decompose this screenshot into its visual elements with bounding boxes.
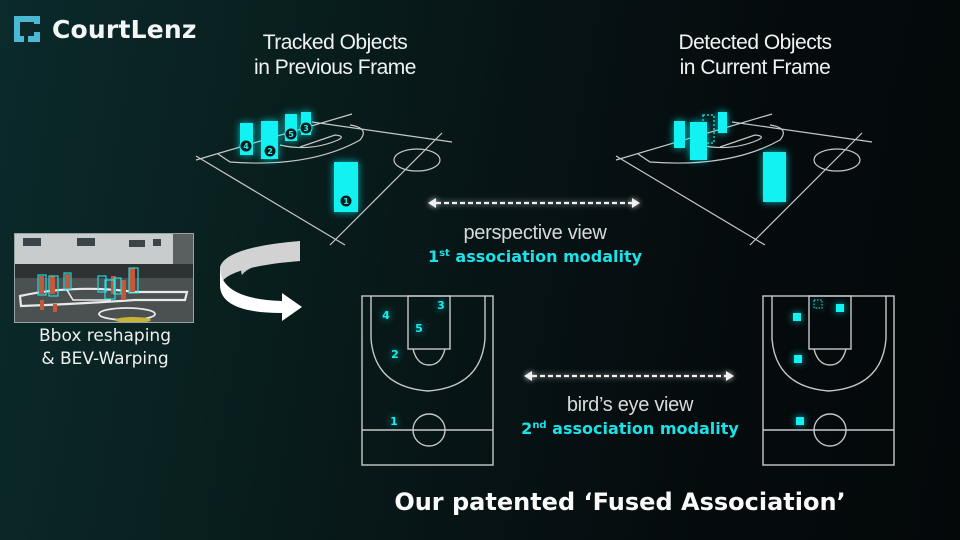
bev-id-1: 1 bbox=[390, 415, 398, 428]
svg-text:5: 5 bbox=[288, 130, 294, 139]
caption-line1: Bbox reshaping bbox=[39, 326, 171, 346]
basketball-court-camera-frame bbox=[14, 233, 194, 323]
birdseye-ordinal: 2nd bbox=[521, 419, 547, 438]
svg-text:4: 4 bbox=[243, 142, 249, 151]
court-lines bbox=[762, 295, 895, 466]
court-lines bbox=[195, 113, 453, 246]
perspective-modality-text: association modality bbox=[455, 247, 643, 266]
tracked-id-badge-5: 5 bbox=[284, 127, 298, 141]
perspective-modality-label: 1st association modality bbox=[410, 247, 660, 266]
bracket-c-logo-icon bbox=[14, 16, 40, 42]
bev-detection-b bbox=[794, 355, 802, 363]
double-arrow-dashed-icon bbox=[428, 198, 640, 208]
fused-association-title: Our patented ‘Fused Association’ bbox=[394, 488, 846, 516]
heading-previous-line2: in Previous Frame bbox=[254, 56, 416, 79]
tracked-id-badge-1: 1 bbox=[339, 194, 353, 208]
tracked-id-badge-4: 4 bbox=[239, 139, 253, 153]
birdseye-view-label: bird’s eye view bbox=[566, 394, 694, 416]
camera-frame-illustration bbox=[15, 234, 193, 322]
tracked-id-badges: 4 2 5 3 1 bbox=[239, 121, 353, 208]
bev-court-detected bbox=[762, 295, 895, 466]
detected-box-a bbox=[674, 121, 685, 148]
bev-id-4: 4 bbox=[382, 309, 390, 322]
heading-current-frame: Detected Objects in Current Frame bbox=[645, 30, 865, 80]
bev-id-3: 3 bbox=[437, 299, 445, 312]
detected-box-missing bbox=[702, 114, 715, 144]
heading-current-line1: Detected Objects bbox=[678, 31, 832, 54]
curved-rotate-arrow-icon bbox=[220, 241, 302, 321]
bev-detection-missing bbox=[813, 299, 823, 309]
detected-box-d bbox=[763, 152, 786, 202]
heading-previous-frame: Tracked Objects in Previous Frame bbox=[230, 30, 440, 80]
svg-text:3: 3 bbox=[303, 124, 309, 133]
bev-id-2: 2 bbox=[391, 348, 399, 361]
heading-previous-line1: Tracked Objects bbox=[262, 31, 408, 54]
svg-text:2: 2 bbox=[267, 147, 273, 156]
heading-current-line2: in Current Frame bbox=[679, 56, 831, 79]
perspective-ordinal: 1st bbox=[427, 247, 450, 266]
detected-box-b bbox=[690, 122, 707, 160]
bev-tracked-ids: 4 5 3 2 1 bbox=[382, 299, 445, 428]
birdseye-modality-label: 2nd association modality bbox=[505, 419, 755, 438]
bev-detected-markers bbox=[793, 299, 844, 425]
bev-detection-d bbox=[796, 417, 804, 425]
brand-logo: CourtLenz bbox=[12, 14, 197, 44]
bbox-reshaping-caption: Bbox reshaping & BEV-Warping bbox=[10, 325, 200, 371]
tracked-boxes bbox=[240, 112, 358, 212]
double-arrow-dashed-icon-bev bbox=[524, 371, 734, 381]
brand-name: CourtLenz bbox=[52, 14, 197, 44]
perspective-court-previous: 4 2 5 3 1 bbox=[195, 112, 453, 246]
detected-boxes bbox=[674, 112, 786, 202]
bev-court-tracked: 4 5 3 2 1 bbox=[361, 295, 494, 466]
tracked-id-badge-3: 3 bbox=[299, 121, 313, 135]
caption-line2: & BEV-Warping bbox=[41, 349, 169, 369]
bev-detection-a bbox=[793, 313, 801, 321]
perspective-view-label: perspective view bbox=[463, 222, 607, 244]
svg-text:1: 1 bbox=[343, 197, 349, 206]
court-lines bbox=[361, 295, 494, 466]
bev-id-5: 5 bbox=[415, 322, 423, 335]
bev-detection-c bbox=[836, 304, 844, 312]
perspective-court-current bbox=[615, 112, 873, 246]
court-lines bbox=[615, 113, 873, 246]
detected-box-c bbox=[718, 112, 727, 133]
tracked-id-badge-2: 2 bbox=[263, 144, 277, 158]
birdseye-modality-text: association modality bbox=[552, 419, 739, 438]
